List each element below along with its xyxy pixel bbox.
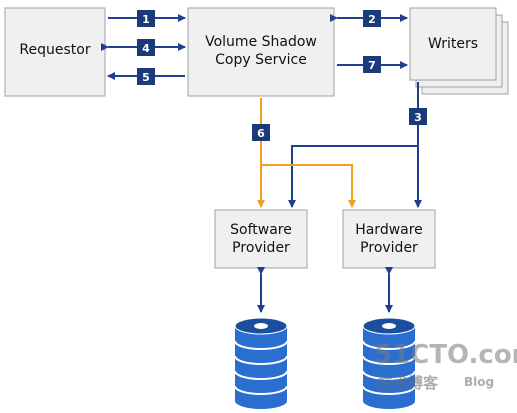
watermark-site: 51CTO.com [374, 340, 517, 370]
disk-hub [254, 323, 268, 329]
arrow-step-6-hardware [261, 164, 356, 208]
hardware-provider-label-line1: Hardware [355, 222, 423, 238]
step-badge-2-text: 2 [368, 13, 376, 26]
disk-hub [382, 323, 396, 329]
disk-platter-line [234, 340, 288, 350]
step-badge-5: 5 [137, 68, 155, 85]
watermark: 51CTO.com 技术博客 Blog [374, 340, 517, 392]
disk-platter-line [234, 355, 288, 365]
software-disk-stack-icon [234, 317, 288, 409]
step-badge-3-text: 3 [414, 111, 422, 124]
disk-bottom [235, 393, 287, 409]
step-badge-2: 2 [363, 10, 381, 27]
disk-platter-line [362, 370, 416, 380]
requestor-node: Requestor [4, 7, 106, 97]
software-provider-label-line2: Provider [232, 240, 290, 256]
vss-node: Volume Shadow Copy Service [187, 7, 335, 97]
writers-label: Writers [428, 36, 478, 52]
disk-platter-line [234, 385, 288, 395]
vss-label-line2: Copy Service [215, 52, 307, 68]
disk-platter-line [362, 355, 416, 365]
step-badge-5-text: 5 [142, 71, 150, 84]
vss-provider-arrows [257, 98, 356, 208]
step-badge-1: 1 [137, 10, 155, 27]
step-badge-6-text: 6 [257, 127, 265, 140]
step-badge-4-text: 4 [142, 42, 150, 55]
arrow-step-3-software [288, 145, 418, 208]
software-provider-node: Software Provider [214, 209, 308, 269]
hardware-provider-node: Hardware Provider [342, 209, 436, 269]
writers-provider-arrows [288, 82, 422, 208]
disk-bottom [363, 393, 415, 409]
disk-platter-line [234, 370, 288, 380]
step-badge-7-text: 7 [368, 59, 376, 72]
writers-node: Writers [409, 7, 509, 95]
step-badge-1-text: 1 [142, 13, 150, 26]
disk-platter-line [362, 340, 416, 350]
watermark-tagline: 技术博客 [378, 374, 439, 392]
step-badge-6: 6 [252, 124, 270, 141]
software-provider-label-line1: Software [230, 222, 292, 238]
step-badge-4: 4 [137, 39, 155, 56]
provider-disk-arrows [257, 267, 393, 313]
hardware-disk-stack-icon [362, 317, 416, 409]
step-badge-3: 3 [409, 108, 427, 125]
hardware-provider-label-line2: Provider [360, 240, 418, 256]
step-badge-7: 7 [363, 56, 381, 73]
requestor-label: Requestor [19, 42, 90, 58]
watermark-blog: Blog [464, 375, 494, 389]
vss-label-line1: Volume Shadow [205, 34, 317, 50]
disk-platter-line [362, 385, 416, 395]
